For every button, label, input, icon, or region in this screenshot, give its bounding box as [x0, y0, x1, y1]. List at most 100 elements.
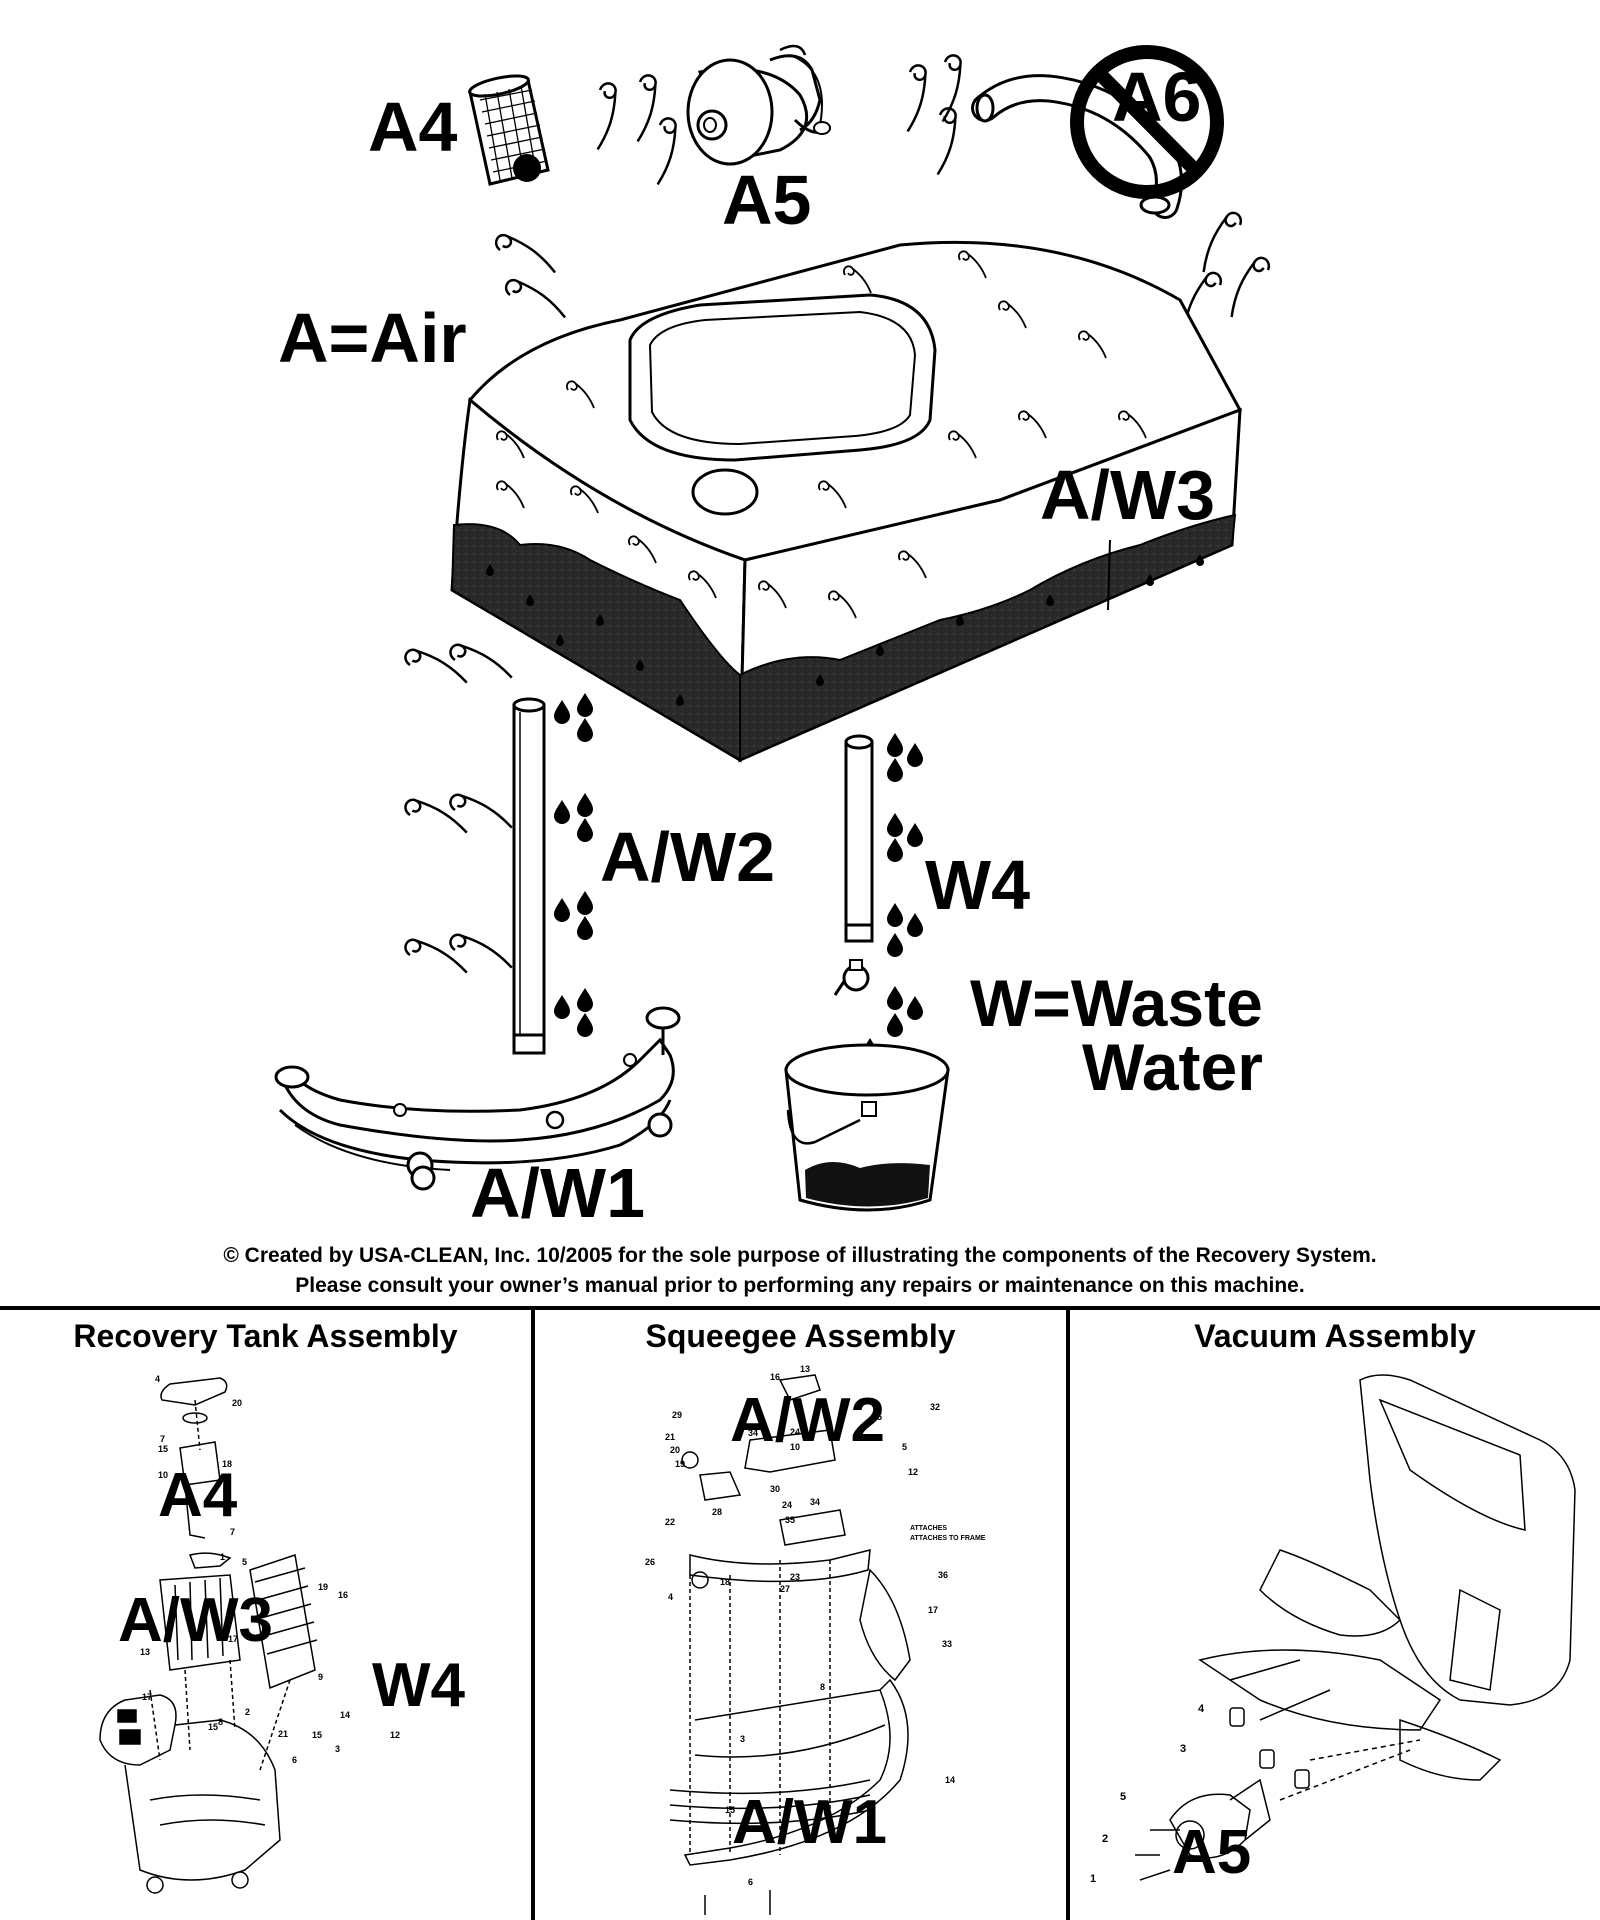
svg-text:30: 30: [770, 1484, 780, 1494]
svg-text:10: 10: [158, 1470, 168, 1480]
svg-text:24: 24: [782, 1500, 792, 1510]
panel-divider-right: [1066, 1308, 1070, 1920]
label-aw1: A/W1: [470, 1154, 645, 1232]
svg-text:21: 21: [278, 1729, 288, 1739]
recovery-label-a4: A4: [158, 1461, 238, 1530]
recovery-system-diagram: [274, 44, 1278, 1212]
svg-text:3: 3: [335, 1744, 340, 1754]
svg-text:21: 21: [665, 1432, 675, 1442]
svg-text:28: 28: [712, 1507, 722, 1517]
svg-text:18: 18: [222, 1459, 232, 1469]
svg-text:34: 34: [810, 1497, 820, 1507]
svg-text:1: 1: [220, 1552, 225, 1562]
vacuum-assembly-title: Vacuum Assembly: [1194, 1318, 1476, 1354]
hose-icon: [971, 74, 1183, 219]
bucket-icon: [784, 1043, 950, 1212]
label-a5: A5: [722, 161, 812, 239]
svg-text:15: 15: [725, 1805, 735, 1815]
vacuum-label-a5: A5: [1172, 1818, 1252, 1887]
svg-text:4: 4: [155, 1374, 160, 1384]
svg-text:29: 29: [672, 1410, 682, 1420]
svg-text:27: 27: [780, 1584, 790, 1594]
svg-text:14: 14: [945, 1775, 955, 1785]
standpipe-icon: [512, 697, 546, 1055]
svg-text:15: 15: [208, 1722, 218, 1732]
filter-icon: [468, 74, 550, 186]
svg-text:15: 15: [312, 1730, 322, 1740]
copyright-line-1: © Created by USA-CLEAN, Inc. 10/2005 for…: [223, 1244, 1377, 1267]
svg-text:34: 34: [748, 1428, 758, 1438]
recovery-label-w4: W4: [372, 1651, 465, 1720]
svg-text:15: 15: [158, 1444, 168, 1454]
svg-text:3: 3: [740, 1734, 745, 1744]
svg-text:7: 7: [230, 1527, 235, 1537]
svg-text:13: 13: [140, 1647, 150, 1657]
svg-text:20: 20: [670, 1445, 680, 1455]
svg-text:20: 20: [232, 1398, 242, 1408]
copyright-line-2: Please consult your owner’s manual prior…: [295, 1274, 1305, 1297]
svg-text:22: 22: [665, 1517, 675, 1527]
svg-text:32: 32: [930, 1402, 940, 1412]
svg-text:19: 19: [318, 1582, 328, 1592]
vacuum-exploded-view: 4 3 5 2 1: [1090, 1374, 1576, 1885]
label-waste-line2: Water: [1082, 1030, 1263, 1104]
recovery-label-aw3: A/W3: [118, 1586, 273, 1655]
svg-text:5: 5: [242, 1557, 247, 1567]
svg-text:23: 23: [790, 1572, 800, 1582]
svg-text:6: 6: [748, 1877, 753, 1887]
svg-text:33: 33: [942, 1639, 952, 1649]
svg-text:17: 17: [228, 1634, 238, 1644]
drain-hose-icon: [833, 734, 874, 996]
svg-text:14: 14: [340, 1710, 350, 1720]
svg-text:24: 24: [790, 1427, 800, 1437]
label-air: A=Air: [278, 299, 467, 377]
squeegee-note: ATTACHES TO FRAME: [910, 1535, 986, 1542]
svg-text:12: 12: [390, 1730, 400, 1740]
svg-text:25: 25: [872, 1412, 882, 1422]
recovery-tank-icon: [450, 240, 1243, 763]
svg-text:12: 12: [908, 1467, 918, 1477]
squeegee-assembly-title: Squeegee Assembly: [645, 1318, 956, 1354]
panel-divider-left: [531, 1308, 535, 1920]
svg-text:9: 9: [318, 1672, 323, 1682]
svg-text:ATTACHES: ATTACHES: [910, 1525, 947, 1532]
label-aw2: A/W2: [600, 818, 775, 896]
label-aw3: A/W3: [1040, 456, 1215, 534]
svg-text:7: 7: [160, 1434, 165, 1444]
panel-divider-top: [0, 1306, 1600, 1310]
svg-text:6: 6: [292, 1755, 297, 1765]
label-w4: W4: [925, 846, 1030, 924]
squeegee-label-aw2: A/W2: [730, 1386, 885, 1455]
svg-text:4: 4: [668, 1592, 673, 1602]
svg-text:4: 4: [1198, 1703, 1205, 1715]
prohibited-icon: [1070, 45, 1224, 199]
svg-text:5: 5: [902, 1442, 907, 1452]
svg-text:16: 16: [770, 1372, 780, 1382]
label-waste-line1: W=Waste: [970, 966, 1263, 1040]
recovery-tank-assembly-title: Recovery Tank Assembly: [73, 1318, 458, 1354]
label-a4: A4: [368, 88, 458, 166]
svg-text:8: 8: [218, 1717, 223, 1727]
svg-text:10: 10: [790, 1442, 800, 1452]
svg-text:2: 2: [245, 1707, 250, 1717]
svg-text:1: 1: [1090, 1873, 1096, 1885]
svg-text:5: 5: [1120, 1791, 1126, 1803]
svg-text:17: 17: [928, 1605, 938, 1615]
svg-text:8: 8: [820, 1682, 825, 1692]
svg-text:2: 2: [1102, 1833, 1108, 1845]
svg-text:19: 19: [675, 1459, 685, 1469]
svg-text:3: 3: [1180, 1743, 1186, 1755]
svg-text:13: 13: [800, 1364, 810, 1374]
svg-text:26: 26: [645, 1557, 655, 1567]
vacuum-motor-icon: [686, 44, 831, 166]
svg-text:16: 16: [338, 1590, 348, 1600]
svg-text:36: 36: [938, 1570, 948, 1580]
squeegee-label-aw1: A/W1: [732, 1788, 887, 1857]
label-a6: A6: [1112, 58, 1202, 136]
svg-text:35: 35: [785, 1515, 795, 1525]
svg-text:17: 17: [142, 1692, 152, 1702]
squeegee-icon: [274, 1006, 681, 1191]
svg-text:18: 18: [720, 1577, 730, 1587]
